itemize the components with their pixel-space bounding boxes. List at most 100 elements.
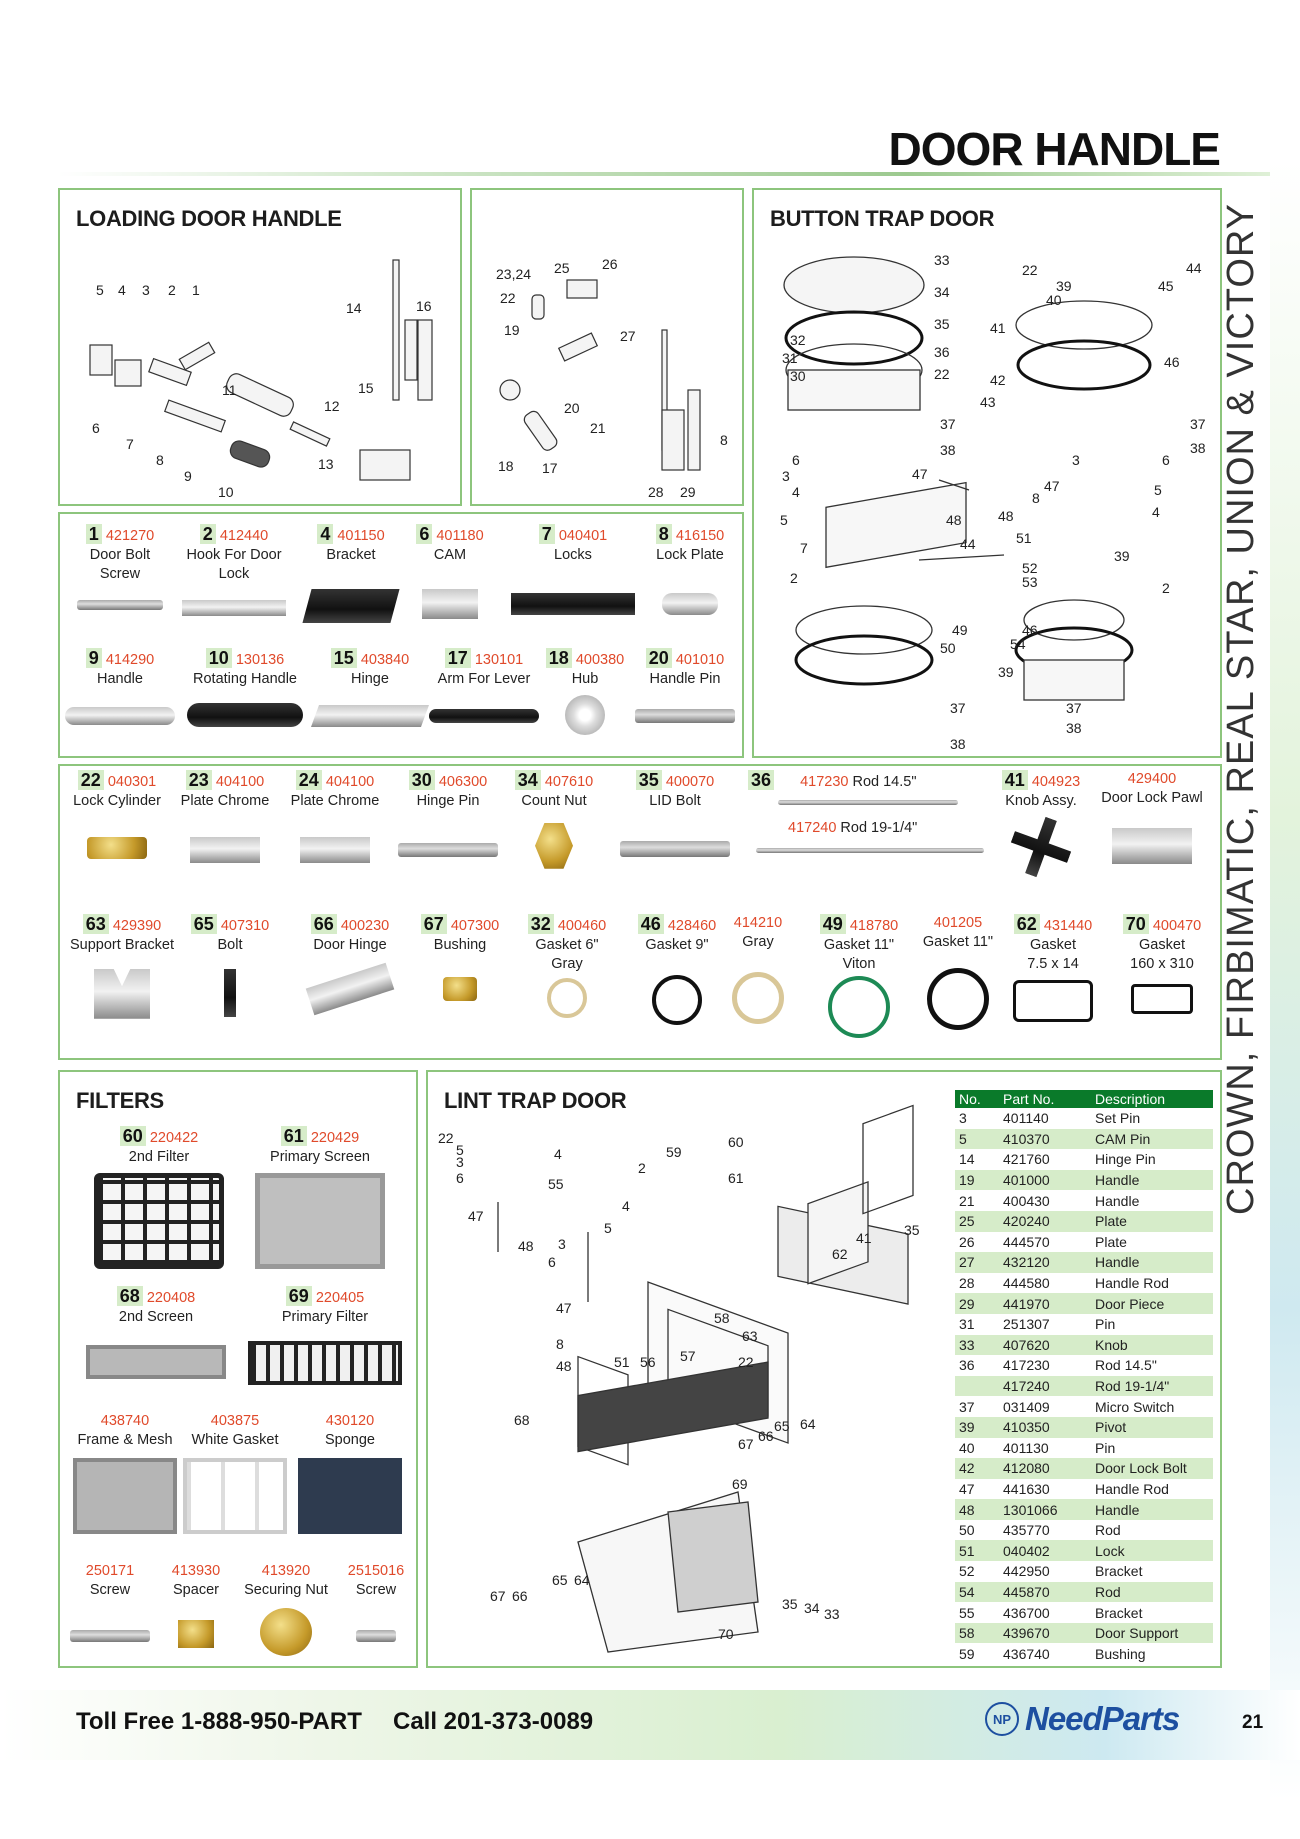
callout: 25 [554,260,570,276]
hardware-screw-1[interactable]: 250171 Screw [68,1562,152,1642]
filter-primary-screen[interactable]: 61 220429 Primary Screen [240,1126,400,1269]
callout: 13 [318,456,334,472]
callout: 58 [714,1310,730,1326]
callout: 46 [1022,622,1038,638]
callout: 55 [548,1176,564,1192]
hardware-screw-2[interactable]: 2515016 Screw [338,1562,414,1642]
part-handle-pin[interactable]: 20 401010 Handle Pin [630,648,740,723]
part-door-hinge[interactable]: 66 400230 Door Hinge [292,914,408,1015]
part-plate-chrome-23[interactable]: 23 404100 Plate Chrome [172,770,278,863]
callout: 19 [504,322,520,338]
callout: 50 [940,640,956,656]
callout: 51 [1016,530,1032,546]
part-support-bracket[interactable]: 63 429390 Support Bracket [62,914,182,1019]
callout: 5 [1154,482,1162,498]
callout: 8 [156,452,164,468]
filter-white-gasket[interactable]: 403875 White Gasket [180,1412,290,1534]
part-gasket-gray[interactable]: 414210 Gray [718,914,798,1024]
part-hinge-pin[interactable]: 30 406300 Hinge Pin [392,770,504,857]
part-handle[interactable]: 9 414290 Handle [64,648,176,725]
2nd-screen-image [86,1344,226,1379]
callout: 56 [640,1354,656,1370]
hardware-securing-nut[interactable]: 413920 Securing Nut [238,1562,334,1656]
primary-filter-image [248,1340,402,1385]
callout: 18 [498,458,514,474]
part-gasket-11[interactable]: 401205 Gasket 11" [910,914,1006,1030]
needparts-logo[interactable]: NP NeedParts [985,1700,1180,1738]
part-door-bolt-screw[interactable]: 1 421270 Door Bolt Screw [64,524,176,610]
part-bolt[interactable]: 65 407310 Bolt [180,914,280,1017]
rod-19-label: 417240 Rod 19-1/4" [788,819,918,836]
title-rule [58,172,1270,176]
call-number[interactable]: Call 201-373-0089 [393,1708,594,1735]
part-gasket-6-gray[interactable]: 32 400460 Gasket 6" Gray [512,914,622,1018]
part-lid-bolt[interactable]: 35 400070 LID Bolt [612,770,738,857]
callout: 3 [142,282,150,298]
filter-2nd-filter[interactable]: 60 220422 2nd Filter [84,1126,234,1269]
hardware-spacer[interactable]: 413930 Spacer [156,1562,236,1648]
callout: 48 [946,512,962,528]
callout: 4 [118,282,126,298]
part-door-lock-pawl[interactable]: 429400 Door Lock Pawl [1090,770,1214,864]
part-hook-for-door-lock[interactable]: 2 412440 Hook For Door Lock [174,524,294,616]
support-bracket-image [94,968,150,1019]
filter-frame-mesh[interactable]: 438740 Frame & Mesh [70,1412,180,1534]
callout: 6 [792,452,800,468]
plate-chrome-image [300,836,370,863]
callout: 21 [590,420,606,436]
part-bracket[interactable]: 4 401150 Bracket [296,524,406,623]
part-arm-for-lever[interactable]: 17 130101 Arm For Lever [424,648,544,723]
callout: 4 [1152,504,1160,520]
filter-sponge[interactable]: 430120 Sponge [292,1412,408,1534]
part-gasket-7-5x14[interactable]: 62 431440 Gasket 7.5 x 14 [1000,914,1106,1022]
part-plate-chrome-24[interactable]: 24 404100 Plate Chrome [282,770,388,863]
part-count-nut[interactable]: 34 407610 Count Nut [504,770,604,869]
part-gasket-9[interactable]: 46 428460 Gasket 9" [632,914,722,1025]
part-cam[interactable]: 6 401180 CAM [400,524,500,619]
part-locks[interactable]: 7 040401 Locks [508,524,638,615]
filter-2nd-screen[interactable]: 68 220408 2nd Screen [76,1286,236,1379]
callout: 61 [728,1170,744,1186]
callout: 6 [1162,452,1170,468]
callout: 37 [950,700,966,716]
callout: 2 [1162,580,1170,596]
part-bushing[interactable]: 67 407300 Bushing [410,914,510,1001]
part-hub[interactable]: 18 400380 Hub [540,648,630,735]
part-lock-cylinder[interactable]: 22 040301 Lock Cylinder [62,770,172,859]
loading-door-handle-diagram [89,259,433,481]
page-title: DOOR HANDLE [888,123,1221,175]
gasket-image [1013,979,1093,1022]
part-gasket-11-viton[interactable]: 49 418780 Gasket 11" Viton [806,914,912,1038]
toll-free-number[interactable]: Toll Free 1-888-950-PART [76,1708,362,1735]
callout: 22 [500,290,516,306]
part-knob-assy[interactable]: 41 404923 Knob Assy. [990,770,1092,877]
callout: 28 [648,484,664,500]
callout: 39 [1056,278,1072,294]
callout: 35 [904,1222,920,1238]
callout: 34 [934,284,950,300]
part-rods[interactable]: 36 417230 Rod 14.5" 417240 Rod 19-1/4" [748,770,988,853]
callout: 37 [940,416,956,432]
callout: 31 [782,350,798,366]
callout: 44 [1186,260,1202,276]
part-rotating-handle[interactable]: 10 130136 Rotating Handle [180,648,310,727]
part-lock-plate[interactable]: 8 416150 Lock Plate [640,524,740,615]
filter-primary-filter[interactable]: 69 220405 Primary Filter [240,1286,410,1385]
button-trap-door-diagram [783,256,1153,701]
part-gasket-160x310[interactable]: 70 400470 Gasket 160 x 310 [1108,914,1216,1014]
part-hinge[interactable]: 15 403840 Hinge [310,648,430,727]
gasket-image [828,975,890,1038]
callout: 27 [620,328,636,344]
callout: 47 [912,466,928,482]
hub-image [565,694,605,735]
grid-filter-image [94,1172,224,1269]
callout: 2 [790,570,798,586]
